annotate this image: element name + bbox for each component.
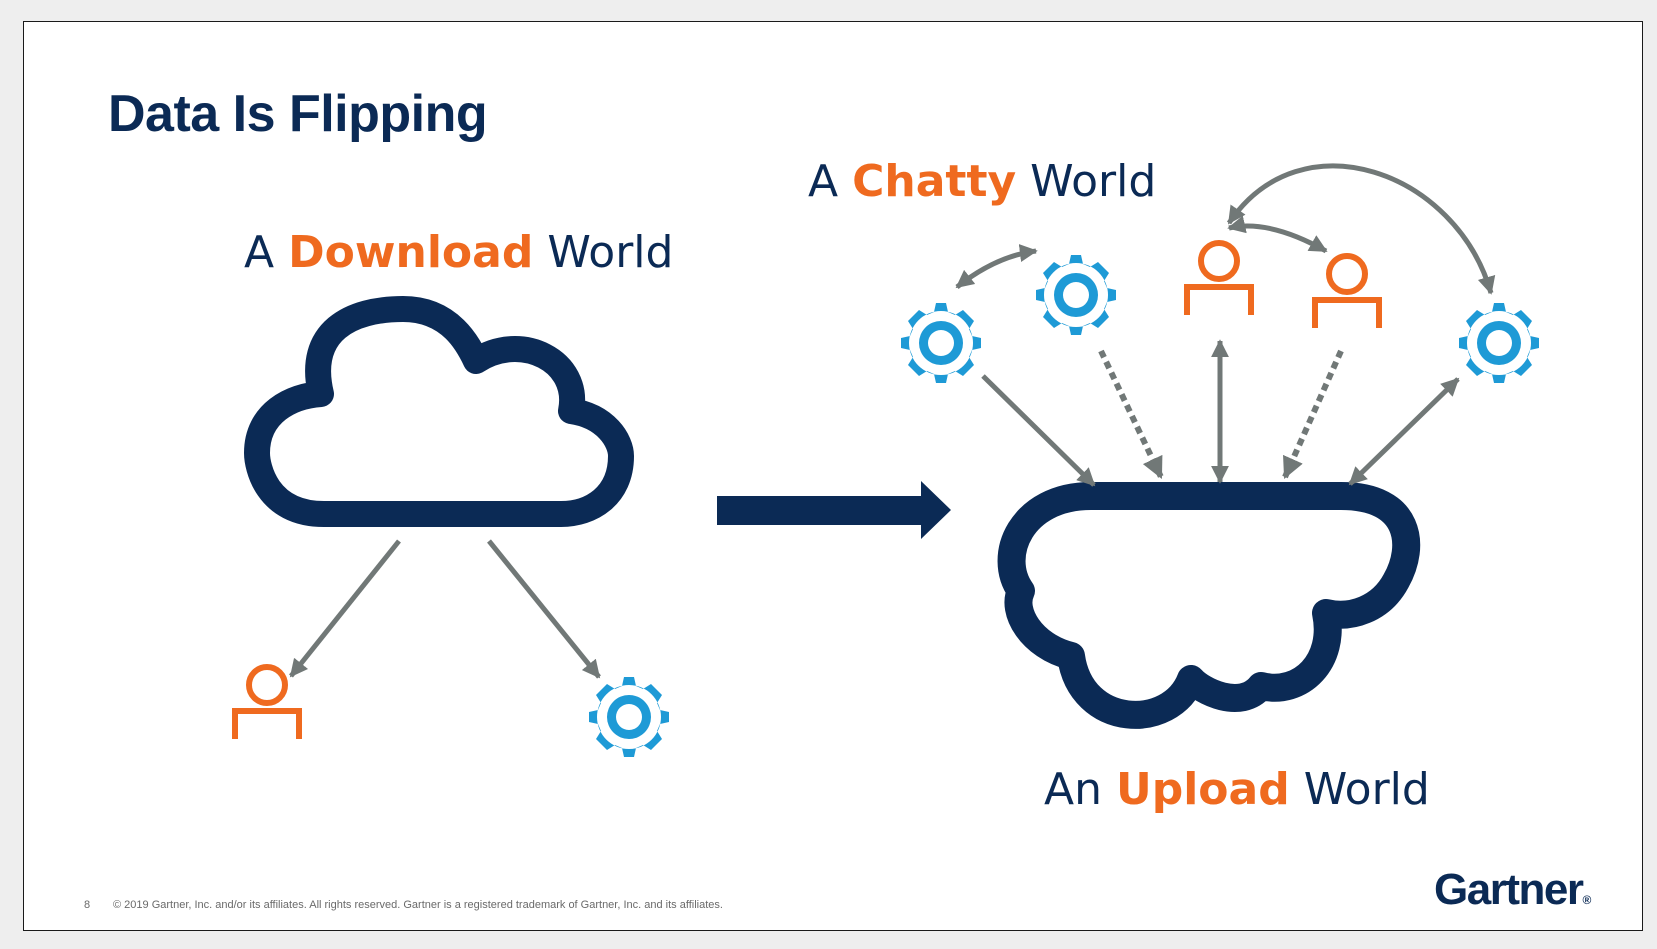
chatty-gear-icon-2 (1036, 255, 1116, 335)
upload-world-prefix: An (1044, 764, 1102, 815)
chatty-world-prefix: A (808, 156, 839, 207)
chatty-gear-icon-1 (901, 303, 981, 383)
chatty-person-icon-1 (1187, 243, 1251, 315)
download-cloud-icon (244, 296, 634, 527)
upload-world-accent: Upload (1116, 764, 1290, 815)
slide-title: Data Is Flipping (108, 85, 488, 143)
chatty-world-accent: Chatty (852, 156, 1017, 207)
chatty-arrows (955, 163, 1496, 487)
data-flip-diagram (24, 163, 1539, 757)
download-arrows (289, 539, 601, 679)
download-person-icon (235, 667, 299, 739)
copyright-notice: © 2019 Gartner, Inc. and/or its affiliat… (113, 899, 723, 911)
download-gear-icon (589, 677, 669, 757)
gartner-logo: Gartner® (1434, 865, 1591, 915)
page-number: 8 (84, 899, 91, 911)
chatty-world-label: A Chatty World (808, 156, 1156, 207)
download-world-label: A Download World (244, 227, 673, 278)
chatty-gear-icon-3 (1459, 303, 1539, 383)
gartner-logo-text: Gartner (1434, 865, 1584, 914)
chatty-person-icon-2 (1315, 256, 1379, 328)
upload-cloud-icon (997, 482, 1421, 729)
download-world-accent: Download (288, 227, 534, 278)
slide: Data Is Flipping (23, 21, 1643, 931)
upload-world-label: An Upload World (1044, 764, 1430, 815)
registered-mark: ® (1582, 893, 1592, 907)
arrow-right-icon (717, 481, 951, 539)
upload-world-suffix: World (1303, 764, 1430, 815)
chatty-world-suffix: World (1030, 156, 1157, 207)
download-world-prefix: A (244, 227, 275, 278)
download-world-suffix: World (547, 227, 674, 278)
